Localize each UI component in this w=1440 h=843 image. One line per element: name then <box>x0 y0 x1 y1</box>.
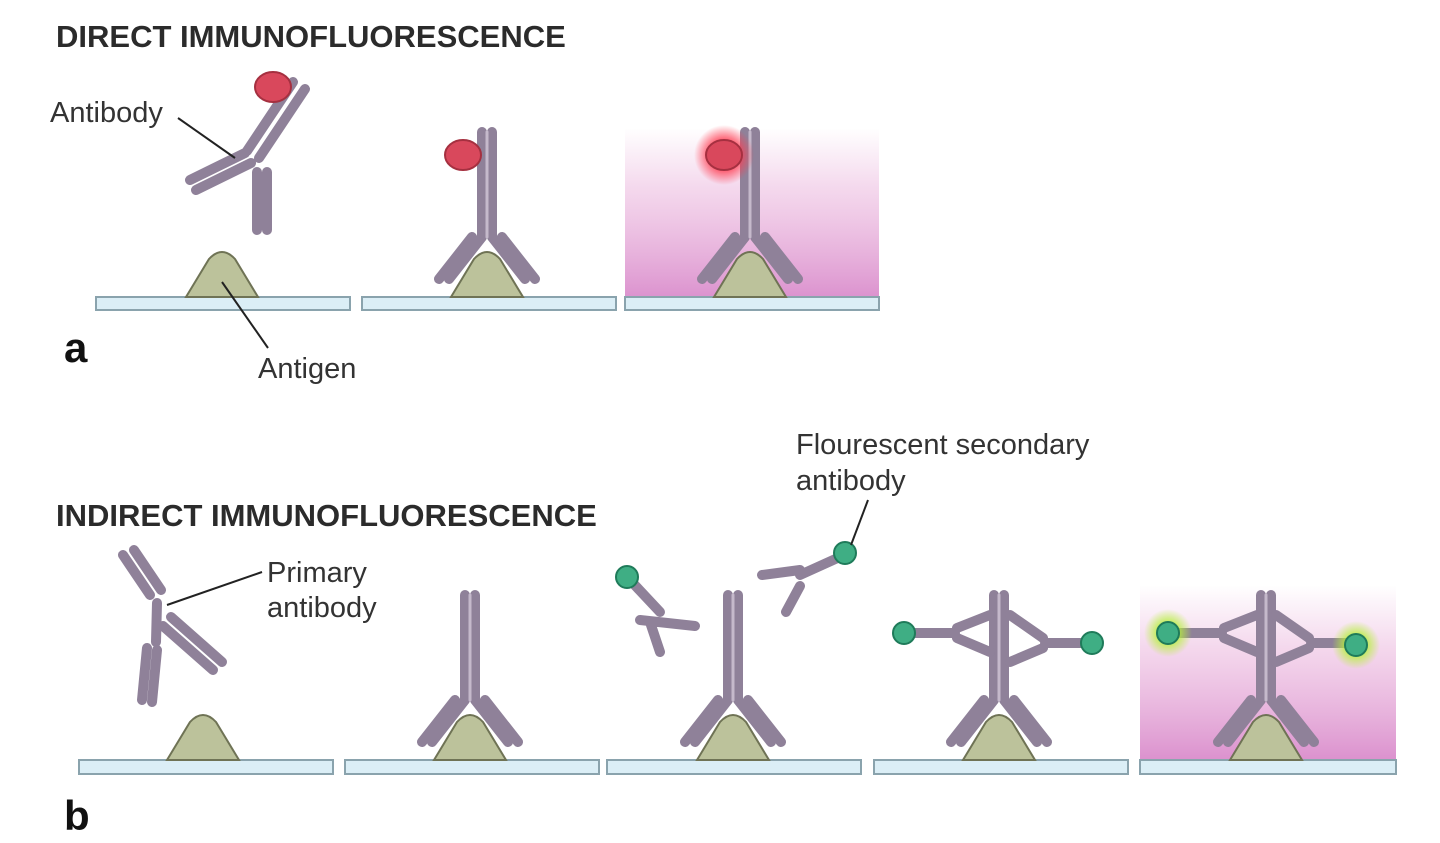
green-fluorophore <box>833 541 857 565</box>
antibody-label: Antibody <box>50 97 163 129</box>
direct-title: DIRECT IMMUNOFLUORESCENCE <box>56 19 566 54</box>
bound-secondary-antibodies-b5 <box>1144 609 1380 669</box>
antigen-a1 <box>185 251 259 298</box>
slide-a2 <box>361 296 617 311</box>
panel-letter-b: b <box>64 792 90 839</box>
green-fluorophore <box>1156 621 1180 645</box>
free-primary-antibody <box>118 545 227 707</box>
green-fluorophore <box>1080 631 1104 655</box>
antigen-b1 <box>166 714 240 761</box>
antigen-leader-line <box>221 281 269 349</box>
red-fluorophore <box>705 139 743 171</box>
secondary-label-line1: Flourescent secondary <box>796 429 1090 461</box>
slide-a1 <box>95 296 351 311</box>
slide-b1 <box>78 759 334 775</box>
free-labeled-antibody <box>185 71 310 235</box>
free-secondary-antibody-right <box>757 541 857 617</box>
panel-indirect: INDIRECT IMMUNOFLUORESCENCE <box>56 429 1397 839</box>
panel-letter-a: a <box>64 324 88 371</box>
green-fluorophore <box>615 565 639 589</box>
secondary-leader-line <box>850 499 869 546</box>
bound-secondary-antibodies-b4 <box>892 610 1104 667</box>
slide-a3 <box>624 296 880 311</box>
slide-b3 <box>606 759 862 775</box>
panel-direct: DIRECT IMMUNOFLUORESCENCE Antibody Antig… <box>50 19 880 385</box>
primary-leader-line <box>166 571 263 606</box>
slide-b5 <box>1139 759 1397 775</box>
free-secondary-antibody-left <box>615 565 700 657</box>
primary-label-line1: Primary <box>267 557 367 589</box>
slide-b2 <box>344 759 600 775</box>
red-fluorophore <box>254 71 292 103</box>
antigen-label: Antigen <box>258 353 356 385</box>
primary-label-line2: antibody <box>267 592 377 624</box>
green-fluorophore <box>1344 633 1368 657</box>
indirect-title: INDIRECT IMMUNOFLUORESCENCE <box>56 498 597 533</box>
red-fluorophore <box>444 139 482 171</box>
green-fluorophore <box>892 621 916 645</box>
antibody-leader-line <box>177 117 236 159</box>
secondary-label-line2: antibody <box>796 465 906 497</box>
slide-b4 <box>873 759 1129 775</box>
